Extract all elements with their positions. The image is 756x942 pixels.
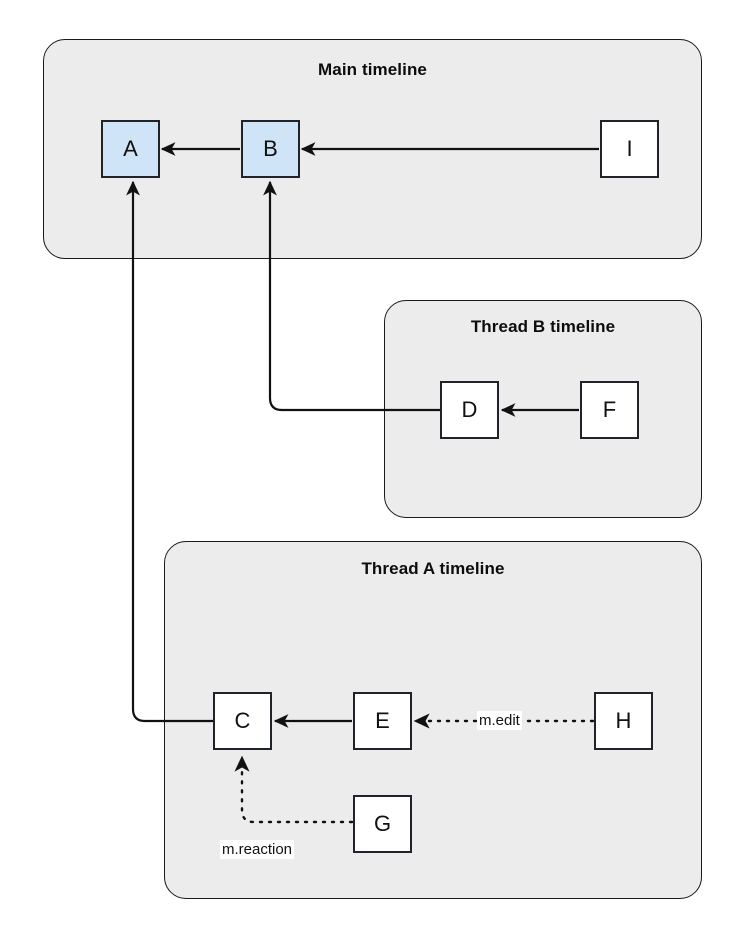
node-g[interactable]: G <box>353 795 412 853</box>
node-c[interactable]: C <box>213 692 272 750</box>
node-f[interactable]: F <box>580 381 639 439</box>
container-thread-a-timeline-title: Thread A timeline <box>361 559 505 578</box>
node-b[interactable]: B <box>241 120 300 178</box>
container-thread-b-timeline-title: Thread B timeline <box>470 317 616 336</box>
container-main-timeline-title: Main timeline <box>318 60 427 79</box>
node-h[interactable]: H <box>594 692 653 750</box>
node-d[interactable]: D <box>440 381 499 439</box>
node-e[interactable]: E <box>353 692 412 750</box>
node-i[interactable]: I <box>600 120 659 178</box>
node-a[interactable]: A <box>101 120 160 178</box>
edge-label-m-edit: m.edit <box>477 711 522 731</box>
edge-label-m-reaction: m.reaction <box>220 840 295 860</box>
